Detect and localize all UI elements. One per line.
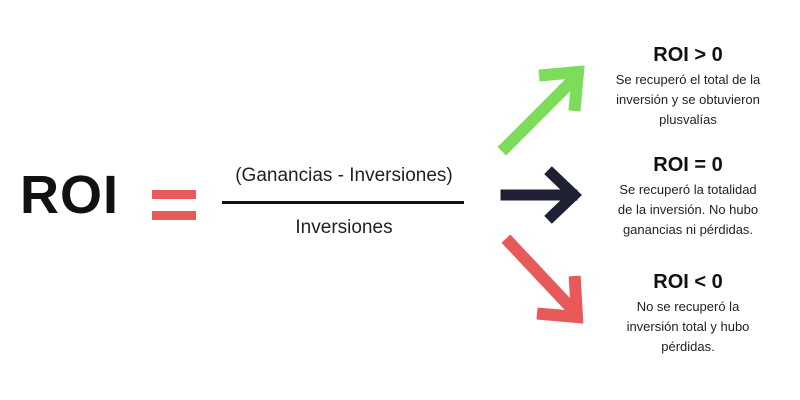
- description-line: plusvalías: [659, 112, 717, 128]
- equals-bar-bottom: [152, 211, 196, 220]
- outcome-zero: ROI = 0 Se recuperó la totalidad de la i…: [588, 153, 788, 240]
- arrow-down-right-icon: [501, 234, 584, 324]
- description-line: Se recuperó el total de la: [615, 72, 761, 87]
- outcome-negative-description: No se recuperó la inversión total y hubo…: [588, 297, 788, 357]
- description-line: pérdidas.: [661, 339, 715, 355]
- equals-sign: [152, 190, 196, 220]
- arrow-up-right-icon: [497, 65, 585, 156]
- roi-label: ROI: [20, 165, 120, 225]
- description-line: de la inversión. No hubo: [617, 202, 759, 218]
- outcome-positive-description: Se recuperó el total de la inversión y s…: [588, 70, 788, 130]
- outcome-negative-title: ROI < 0: [653, 271, 723, 293]
- description-line: inversión y se obtuvieron: [616, 92, 760, 108]
- equals-bar-top: [152, 190, 196, 199]
- outcome-positive-title: ROI > 0: [653, 44, 723, 66]
- formula-numerator: (Ganancias - Inversiones): [235, 165, 453, 186]
- description-line: inversión total y hubo: [626, 319, 750, 335]
- description-line: ganancias ni pérdidas.: [622, 222, 754, 238]
- fraction-line: [222, 201, 464, 204]
- outcome-zero-description: Se recuperó la totalidad de la inversión…: [588, 180, 788, 240]
- formula-denominator: Inversiones: [295, 217, 393, 238]
- description-line: No se recuperó la: [636, 299, 740, 314]
- outcome-negative: ROI < 0 No se recuperó la inversión tota…: [588, 270, 788, 357]
- outcome-positive: ROI > 0 Se recuperó el total de la inver…: [588, 43, 788, 130]
- outcome-zero-title: ROI = 0: [653, 154, 723, 176]
- arrow-right-icon: [500, 166, 582, 224]
- description-line: Se recuperó la totalidad: [619, 182, 757, 197]
